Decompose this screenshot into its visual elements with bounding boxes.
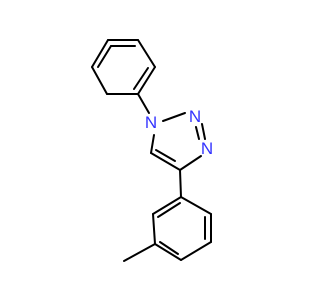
bond — [152, 196, 182, 215]
atom-label-n1: N — [145, 113, 157, 132]
double-bond-inner — [157, 202, 181, 218]
bond — [91, 39, 109, 68]
double-bond-inner — [155, 149, 176, 162]
bond — [137, 66, 156, 95]
methyl-bond — [123, 243, 156, 262]
double-bond-inner — [97, 45, 112, 68]
bond — [152, 213, 156, 245]
bond — [201, 123, 206, 140]
bond — [154, 243, 182, 261]
bond — [179, 155, 202, 171]
bond — [137, 39, 156, 68]
structure-canvas: N N N — [91, 39, 213, 262]
tolyl-ring — [152, 196, 212, 261]
bond — [180, 196, 212, 215]
bond — [180, 241, 212, 261]
triazole-ring — [150, 112, 206, 171]
phenyl-ring-top — [91, 39, 156, 95]
double-bond-inner — [195, 126, 200, 140]
bond — [150, 152, 181, 171]
bond — [137, 93, 150, 114]
double-bond-inner — [159, 241, 179, 255]
atom-label-n2: N — [189, 107, 201, 126]
bond — [91, 66, 108, 95]
structure-diagram: N N N — [91, 39, 213, 262]
double-bond-inner — [133, 67, 149, 90]
atom-label-n3: N — [201, 139, 213, 158]
bond — [179, 169, 182, 198]
bond — [162, 112, 186, 122]
bond — [150, 134, 155, 154]
